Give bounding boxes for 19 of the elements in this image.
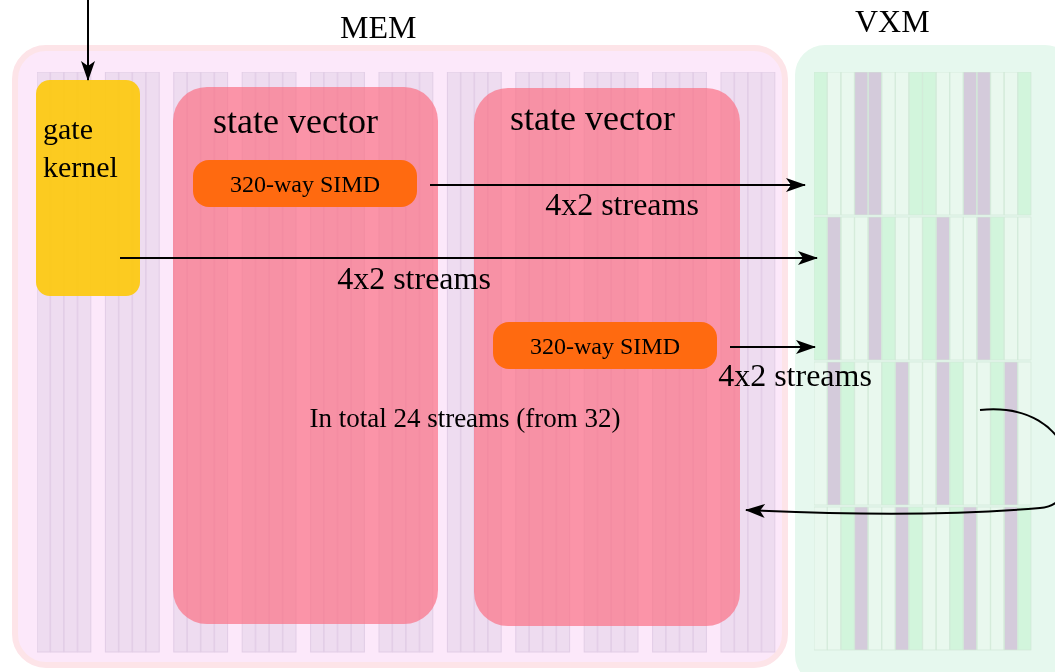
- edge-label: 4x2 streams: [717, 357, 873, 393]
- box-label: gate kernel: [43, 112, 118, 183]
- arrow: [429, 178, 806, 192]
- arrow: [729, 340, 816, 354]
- panel-title: MEM: [340, 9, 417, 45]
- pill-label: 320-way SIMD: [530, 331, 680, 360]
- pill-label: 320-way SIMD: [230, 169, 380, 198]
- edge-label: 4x2 streams: [544, 186, 700, 222]
- kernel-box: [36, 80, 140, 296]
- simd-pill: [493, 322, 717, 369]
- arrow: [745, 408, 1055, 518]
- box-title: state vector: [213, 101, 378, 141]
- note-text: In total 24 streams (from 32): [308, 402, 622, 434]
- simd-pill: [193, 160, 417, 207]
- panel-title: VXM: [855, 3, 930, 39]
- arrow: [119, 251, 818, 265]
- arrow: [81, 0, 95, 81]
- box-title: state vector: [510, 98, 675, 138]
- edge-label: 4x2 streams: [336, 260, 492, 296]
